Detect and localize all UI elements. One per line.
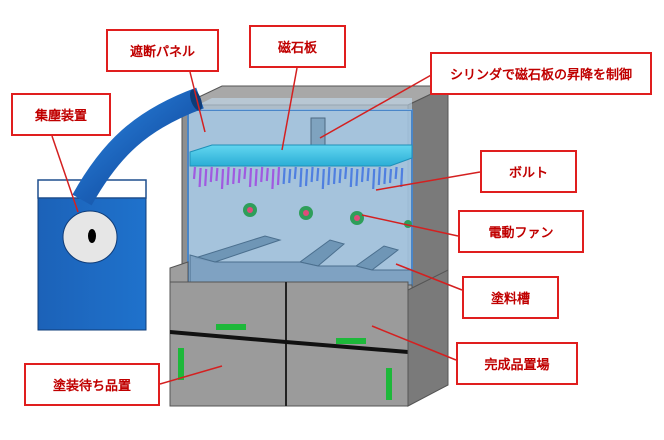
bolt-icon xyxy=(288,168,292,184)
label-electric-fan: 電動ファン xyxy=(458,210,584,253)
bolt-icon xyxy=(232,167,236,185)
bolt-icon xyxy=(204,168,208,187)
bolt-icon xyxy=(366,167,370,182)
bolt-group xyxy=(192,166,404,190)
bolt-icon xyxy=(377,166,381,186)
bolt-icon xyxy=(321,168,325,190)
bolt-icon xyxy=(372,168,376,190)
leader-lines xyxy=(51,67,481,385)
bolt-icon xyxy=(400,167,404,188)
bolt-icon xyxy=(304,168,309,187)
bolt-icon xyxy=(248,167,253,188)
bolt-icon xyxy=(271,168,275,190)
bolt-icon xyxy=(344,166,348,180)
bolt-icon xyxy=(265,167,269,182)
bolt-icon xyxy=(299,167,303,188)
label-waiting-storage: 塗装待ち品置 xyxy=(24,363,160,406)
bolt-icon xyxy=(192,166,197,180)
exhaust-duct xyxy=(72,87,204,206)
collector-fan-hub xyxy=(88,229,96,243)
bolt-icon xyxy=(237,168,241,184)
label-paint-tank: 塗料槽 xyxy=(462,276,559,319)
bolt-icon xyxy=(316,167,320,182)
bolt-icon xyxy=(209,166,213,183)
bolt-icon xyxy=(254,168,258,187)
glass-inner-depth xyxy=(188,98,412,110)
magnet-plate xyxy=(189,144,413,167)
bolt-icon xyxy=(282,167,286,185)
label-cylinder: シリンダで磁石板の昇降を制御 xyxy=(430,52,652,95)
bolt-icon xyxy=(260,166,264,183)
bolt-icon xyxy=(383,167,387,185)
fan-icon xyxy=(350,211,364,225)
bolt-icon xyxy=(198,167,202,188)
label-shield-panel: 遮断パネル xyxy=(106,29,219,72)
label-finished-storage: 完成品置場 xyxy=(456,342,578,385)
drawer-divider-horizontal xyxy=(170,330,408,354)
green-marker xyxy=(386,368,392,400)
label-bolt: ボルト xyxy=(480,150,577,193)
fan-icon xyxy=(299,206,313,220)
green-marker xyxy=(336,338,366,344)
bolt-icon xyxy=(310,166,314,183)
bolt-icon xyxy=(360,166,365,183)
bolt-icon xyxy=(388,168,393,184)
bolt-icon xyxy=(215,167,219,182)
bolt-icon xyxy=(349,167,353,188)
green-marker xyxy=(216,324,246,330)
fan-icon xyxy=(243,203,257,217)
label-magnet-plate: 磁石板 xyxy=(249,25,346,68)
lower-cabinet-side xyxy=(407,269,449,407)
bolt-icon xyxy=(276,166,281,186)
bolt-icon xyxy=(355,168,359,187)
bolt-icon xyxy=(226,166,230,186)
bolt-icon xyxy=(338,168,342,184)
bolt-icon xyxy=(220,168,225,190)
green-marker xyxy=(178,348,184,380)
bolt-icon xyxy=(293,166,297,180)
bolt-icon xyxy=(243,166,247,180)
label-dust-collector: 集塵装置 xyxy=(11,93,111,136)
bolt-icon xyxy=(332,167,337,185)
bolt-icon xyxy=(394,166,398,180)
bolt-icon xyxy=(327,166,331,186)
